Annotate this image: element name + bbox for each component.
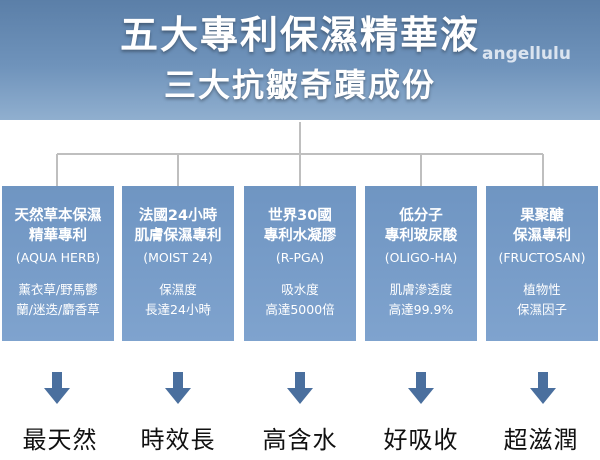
arrow-down-icon: [408, 372, 434, 404]
ingredient-code: (AQUA HERB): [15, 250, 101, 265]
ingredient-desc-line2: 高達99.9%: [388, 302, 454, 317]
ingredient-name-line1: 果聚醣: [520, 208, 564, 224]
arrow-down-icon: [44, 372, 70, 404]
ingredient-desc-line2: 蘭/迷迭/麝香草: [16, 302, 100, 317]
ingredient-name: 法國24小時 肌膚保濕專利: [122, 206, 234, 246]
ingredient-name-line2: 精華專利: [29, 228, 87, 244]
ingredient-desc-line1: 保濕度: [159, 282, 197, 297]
page-subtitle: 三大抗皺奇蹟成份: [163, 66, 436, 104]
benefit-label: 好吸收: [383, 426, 459, 454]
ingredient-code: (MOIST 24): [143, 250, 213, 265]
ingredient-card-3: 世界30國 專利水凝膠 (R-PGA) 吸水度 高達5000倍: [244, 186, 356, 341]
benefit-label: 時效長: [140, 426, 216, 454]
ingredient-code: (OLIGO-HA): [384, 250, 458, 265]
connector-tree: [56, 122, 544, 186]
ingredient-name-line1: 天然草本保濕: [14, 208, 102, 224]
ingredient-name: 世界30國 專利水凝膠: [244, 206, 356, 246]
ingredient-name-line2: 專利玻尿酸: [384, 228, 458, 244]
ingredient-name-line2: 肌膚保濕專利: [134, 228, 222, 244]
ingredient-name-line1: 法國24小時: [138, 208, 218, 224]
benefit-label: 超滋潤: [503, 426, 579, 454]
ingredient-name: 低分子 專利玻尿酸: [365, 206, 477, 246]
arrow-down-icon: [530, 372, 556, 404]
benefit-label: 最天然: [22, 426, 98, 454]
ingredient-code: (FRUCTOSAN): [498, 250, 586, 265]
ingredient-desc-line2: 高達5000倍: [265, 302, 335, 317]
page-title: 五大專利保濕精華液: [119, 13, 480, 57]
header-banner: 五大專利保濕精華液 三大抗皺奇蹟成份 angellulu: [0, 0, 600, 120]
ingredient-desc-line2: 保濕因子: [516, 302, 567, 317]
ingredient-card-4: 低分子 專利玻尿酸 (OLIGO-HA) 肌膚滲透度 高達99.9%: [365, 186, 477, 341]
ingredient-card-5: 果聚醣 保濕專利 (FRUCTOSAN) 植物性 保濕因子: [486, 186, 598, 341]
ingredient-name: 果聚醣 保濕專利: [486, 206, 598, 246]
ingredient-desc: 薰衣草/野馬鬱 蘭/迷迭/麝香草: [2, 280, 114, 320]
ingredient-desc: 肌膚滲透度 高達99.9%: [365, 280, 477, 320]
ingredient-name: 天然草本保濕 精華專利: [2, 206, 114, 246]
ingredient-card-2: 法國24小時 肌膚保濕專利 (MOIST 24) 保濕度 長達24小時: [122, 186, 234, 341]
ingredient-desc: 吸水度 高達5000倍: [244, 280, 356, 320]
ingredient-name-line1: 世界30國: [268, 208, 332, 224]
arrow-down-icon: [287, 372, 313, 404]
ingredient-desc: 植物性 保濕因子: [486, 280, 598, 320]
ingredient-card-1: 天然草本保濕 精華專利 (AQUA HERB) 薰衣草/野馬鬱 蘭/迷迭/麝香草: [2, 186, 114, 341]
arrow-down-icon: [165, 372, 191, 404]
watermark: angellulu: [482, 44, 571, 64]
ingredient-name-line1: 低分子: [399, 208, 443, 224]
benefit-label: 高含水: [262, 426, 338, 454]
ingredient-desc: 保濕度 長達24小時: [122, 280, 234, 320]
ingredient-desc-line2: 長達24小時: [145, 302, 211, 317]
ingredient-desc-line1: 薰衣草/野馬鬱: [18, 282, 98, 297]
ingredient-desc-line1: 肌膚滲透度: [389, 282, 453, 297]
ingredient-name-line2: 保濕專利: [513, 228, 571, 244]
ingredient-desc-line1: 植物性: [523, 282, 561, 297]
ingredient-desc-line1: 吸水度: [281, 282, 319, 297]
ingredient-name-line2: 專利水凝膠: [263, 228, 337, 244]
ingredient-code: (R-PGA): [275, 250, 325, 265]
